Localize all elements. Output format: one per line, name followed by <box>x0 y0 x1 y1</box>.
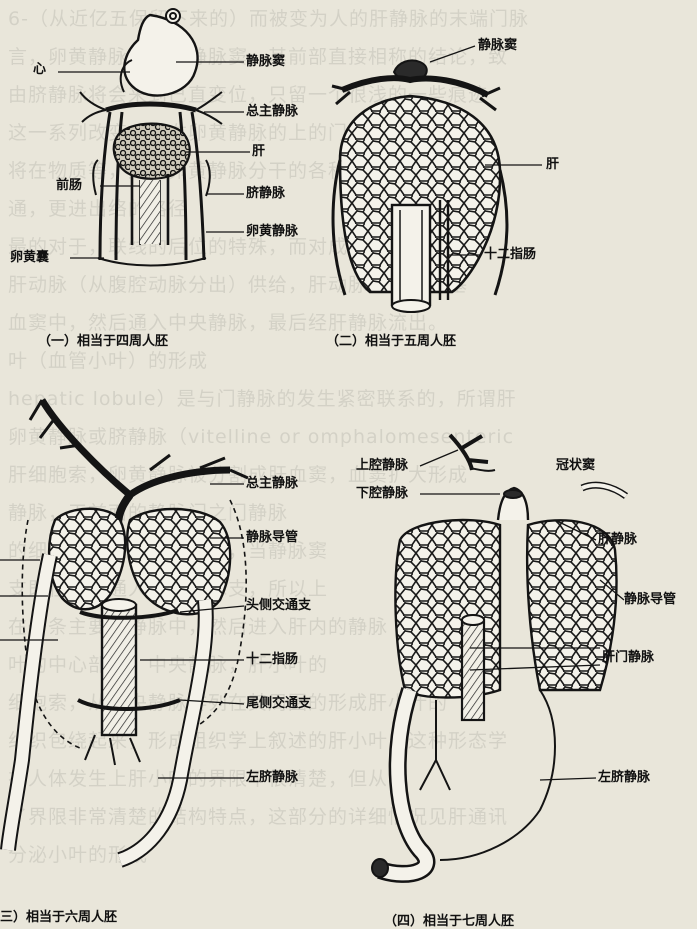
label-liver-1: 肝 <box>252 144 265 159</box>
label-left-umbilical-vein-3: 左脐静脉 <box>246 770 298 785</box>
label-common-cardinal-vein-3: 总主静脉 <box>246 476 298 491</box>
label-hepatic-vein: 肝静脉 <box>598 532 637 547</box>
label-yolk-sac: 卵黄囊 <box>10 250 49 265</box>
label-superior-vena-cava: 上腔静脉 <box>356 458 408 473</box>
label-foregut: 前肠 <box>56 178 82 193</box>
panel-3-drawing <box>8 400 248 860</box>
panel-2-drawing <box>332 60 507 312</box>
label-sinus-venosus-2: 静脉窦 <box>478 38 517 53</box>
label-ductus-venosus-3: 静脉导管 <box>246 530 298 545</box>
label-inferior-vena-cava: 下腔静脉 <box>356 486 408 501</box>
label-hepatic-portal-vein: 肝门静脉 <box>602 650 654 665</box>
label-common-cardinal-vein-1: 总主静脉 <box>246 104 298 119</box>
leader-lines <box>0 46 624 780</box>
label-umbilical-vein: 脐静脉 <box>246 186 285 201</box>
label-left-umbilical-vein-4: 左脐静脉 <box>598 770 650 785</box>
caption-panel-1: （一）相当于四周人胚 <box>38 330 168 349</box>
caption-panel-3: 三）相当于六周人胚 <box>0 906 117 925</box>
label-heart: 心 <box>33 62 46 77</box>
label-liver-2: 肝 <box>546 157 559 172</box>
panel-4-drawing <box>372 435 626 877</box>
label-ductus-venosus-4: 静脉导管 <box>624 592 676 607</box>
label-caudal-communicating-branch: 尾侧交通支 <box>246 696 311 711</box>
label-vitelline-vein: 卵黄静脉 <box>246 224 298 239</box>
caption-panel-4: （四）相当于七周人胚 <box>384 910 514 929</box>
label-duodenum-3: 十二指肠 <box>246 652 298 667</box>
label-cranial-communicating-branch: 头侧交通支 <box>246 598 311 613</box>
panel-1-drawing <box>80 9 222 266</box>
label-duodenum-2: 十二指肠 <box>484 247 536 262</box>
label-sinus-venosus-1: 静脉窦 <box>246 54 285 69</box>
caption-panel-2: （二）相当于五周人胚 <box>326 330 456 349</box>
label-coronary-sinus: 冠状窦 <box>556 458 595 473</box>
